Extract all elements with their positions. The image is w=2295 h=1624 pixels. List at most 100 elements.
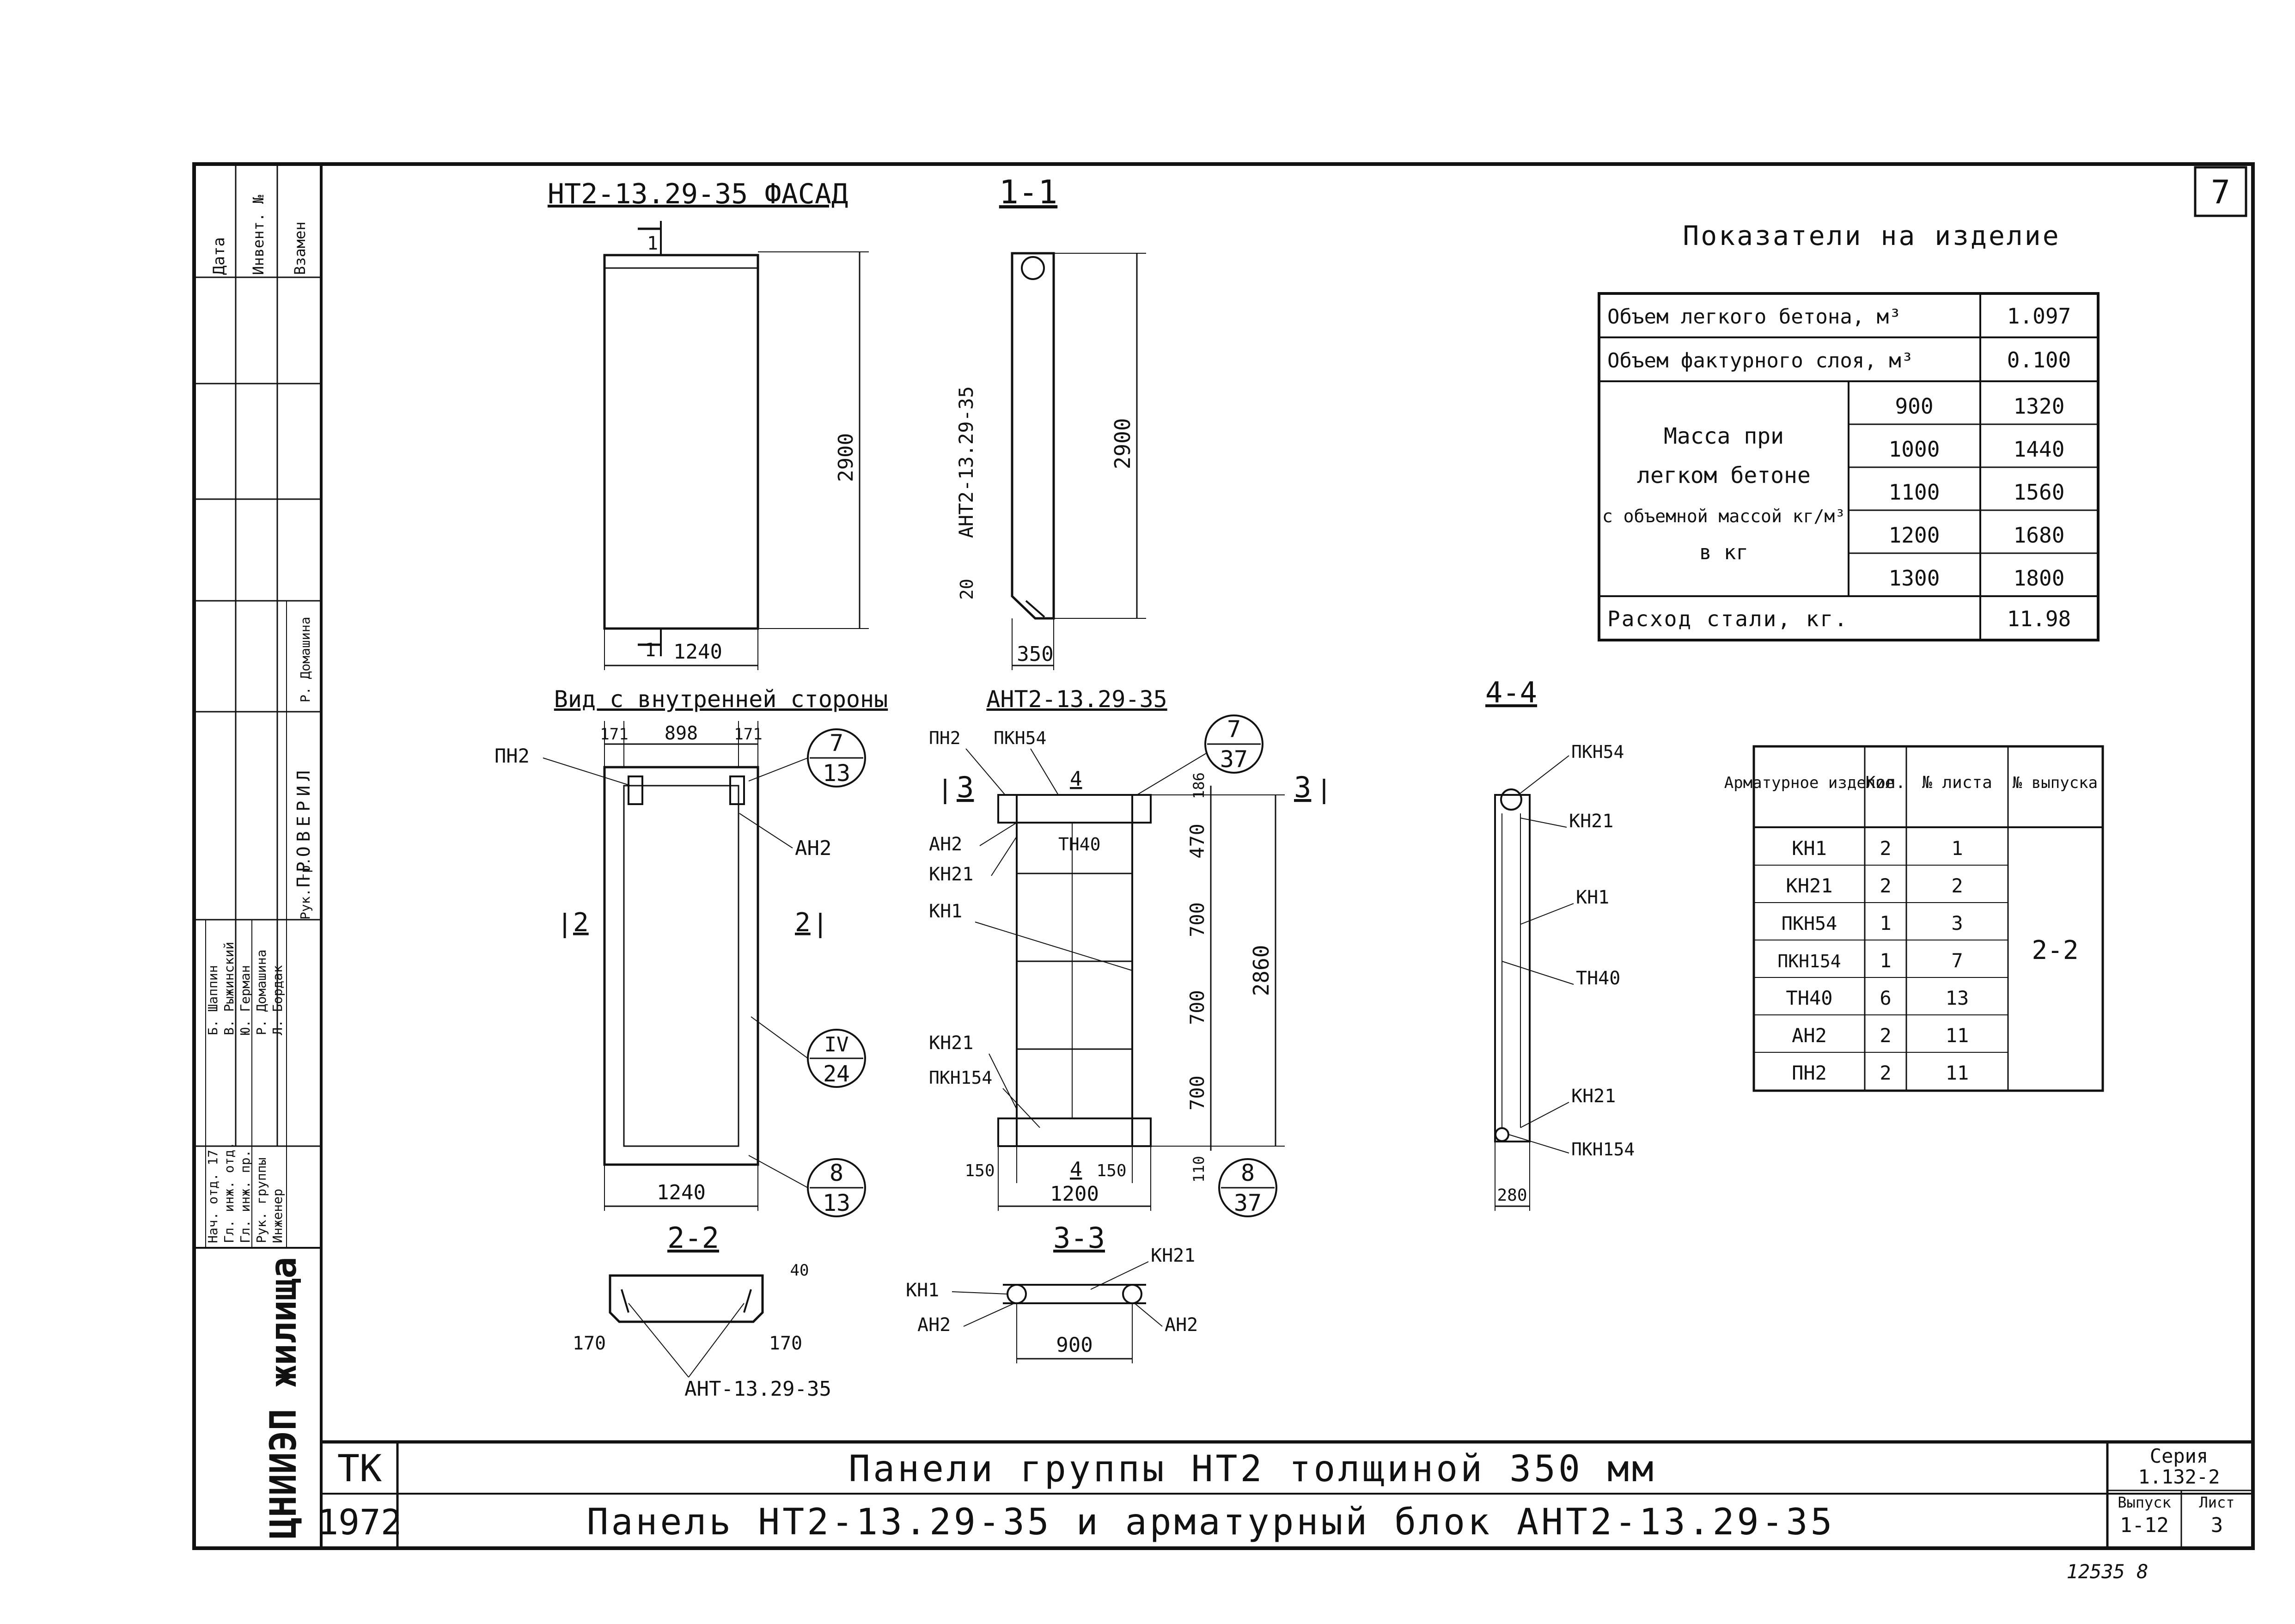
- section-1-height-dim: 2900: [1110, 418, 1135, 470]
- strip-checked-role: Рук. гр.: [298, 857, 313, 920]
- section-2-title: 2-2: [667, 1221, 719, 1255]
- section-3-width-dim: 900: [1056, 1333, 1093, 1357]
- rebar-row-2-qty: 1: [1880, 912, 1891, 934]
- block-dim-total: 2860: [1249, 945, 1274, 996]
- org-name: ЦНИИЭП жилища: [263, 1257, 305, 1539]
- strip-header-inventory: Инвент. №: [250, 195, 267, 275]
- facade-section-mark-top: 1: [647, 233, 658, 254]
- rebar-header-qty: Кол.: [1866, 773, 1906, 792]
- section-1-profile: [1011, 252, 1055, 620]
- facade-view: НТ2-13.29-35 ФАСАД 1 1 2900 1240: [548, 178, 869, 670]
- indicator-value-0: 1.097: [2007, 304, 2071, 329]
- strip-name-4: Л. Бордак: [270, 965, 285, 1035]
- callout-4-circle: [1204, 714, 1263, 774]
- rebar-row-1-sheet: 2: [1951, 874, 1963, 897]
- inner-mark-2-left: 2: [573, 908, 589, 938]
- rebar-row-4-qty: 6: [1880, 987, 1891, 1009]
- section-1-width-dim: 350: [1017, 642, 1053, 666]
- section-4-width-dim: 280: [1497, 1186, 1527, 1205]
- title-line-1: Панели группы НТ2 толщиной 350 мм: [848, 1448, 1656, 1490]
- strip-role-3: Рук. группы: [254, 1158, 269, 1243]
- block-label-kn21-top: КН21: [929, 864, 973, 885]
- mass-value-4: 1800: [2014, 566, 2065, 591]
- strip-header-replace: Взамен: [291, 221, 309, 275]
- block-label-kn1: КН1: [929, 901, 962, 922]
- callout-1-bottom: 13: [823, 760, 850, 787]
- block-width-dim: 1200: [1050, 1182, 1099, 1206]
- rebar-row-6-qty: 2: [1880, 1062, 1891, 1084]
- mass-label-2: легком бетоне: [1637, 463, 1811, 488]
- rebar-row-6-item: ПН2: [1792, 1062, 1827, 1084]
- inner-mark-2-right: 2: [795, 908, 811, 938]
- rebar-row-0-sheet: 1: [1951, 837, 1963, 860]
- rebar-row-4-item: ТН40: [1786, 987, 1832, 1009]
- rebar-row-2-sheet: 3: [1951, 912, 1963, 934]
- rebar-issue: 2-2: [2032, 935, 2078, 965]
- strip-name-1: В. Рыжинский: [221, 942, 237, 1035]
- rebar-row-3-qty: 1: [1880, 949, 1891, 972]
- block-label-an2: АН2: [929, 834, 962, 855]
- section-3-label-kn21: КН21: [1151, 1245, 1195, 1266]
- facade-title: НТ2-13.29-35 ФАСАД: [548, 178, 848, 210]
- section-2-dim-left: 170: [573, 1333, 606, 1354]
- indicator-label-1: Объем фактурного слоя, м³: [1607, 349, 1913, 372]
- indicators-title: Показатели на изделие: [1683, 220, 2060, 251]
- series-label: Серия: [2150, 1445, 2208, 1467]
- facade-section-mark-bottom: 1: [645, 640, 656, 661]
- block-label-tn40: ТН40: [1058, 834, 1101, 855]
- block-dim-seg1: 470: [1186, 824, 1209, 859]
- strip-role-0: Нач. отд. 17: [205, 1150, 220, 1243]
- issue-label: Выпуск: [2118, 1494, 2171, 1511]
- section-2-dim-small: 40: [790, 1261, 809, 1280]
- left-strip: Дата Инвент. № Взамен ПРОВЕРИЛ Рук. гр. …: [194, 164, 321, 1539]
- mass-value-1: 1440: [2014, 437, 2065, 462]
- callout-5-bottom: 37: [1234, 1190, 1262, 1216]
- indicator-value-1: 0.100: [2007, 348, 2071, 372]
- callout-4-top: 7: [1227, 716, 1241, 743]
- inner-dim-left: 171: [600, 725, 628, 744]
- inner-opening: [623, 785, 739, 1147]
- callout-2-bottom: 24: [823, 1061, 850, 1087]
- section-4-title: 4-4: [1485, 676, 1537, 709]
- rebar-row-5-item: АН2: [1792, 1024, 1827, 1047]
- section-3-label-an2-left: АН2: [917, 1314, 951, 1336]
- indicator-label-0: Объем легкого бетона, м³: [1607, 305, 1901, 329]
- inner-bottom-width-dim: 1240: [657, 1181, 706, 1204]
- inner-label-pn2: ПН2: [494, 745, 530, 767]
- rebar-row-0-qty: 2: [1880, 837, 1891, 860]
- block-mark-4-bottom: 4: [1070, 1158, 1082, 1181]
- block-label-pn2: ПН2: [929, 728, 961, 748]
- rebar-row-4-sheet: 13: [1946, 987, 1969, 1009]
- block-dim-seg3: 700: [1186, 990, 1209, 1025]
- block-mark-3-right: 3: [1294, 770, 1311, 804]
- inner-label-an2: АН2: [795, 836, 831, 860]
- series-value: 1.132-2: [2138, 1465, 2220, 1488]
- section-4-label-kn1: КН1: [1576, 887, 1609, 908]
- sheet-value: 3: [2211, 1514, 2223, 1537]
- section-1-view: 1-1 2900 АНТ2-13.29-35 20 350: [955, 173, 1146, 670]
- section-3-label-kn1: КН1: [906, 1280, 939, 1301]
- mass-density-3: 1200: [1889, 523, 1940, 548]
- mass-value-2: 1560: [2014, 480, 2065, 505]
- rebar-row-1-item: КН21: [1786, 874, 1832, 897]
- mass-density-4: 1300: [1889, 566, 1940, 591]
- section-4-view: 4-4 280 ПКН54 КН21 КН1 ТН40 КН21 ПКН154: [1485, 676, 1635, 1211]
- callout-4-bottom: 37: [1220, 746, 1248, 773]
- block-dim-seg4: 700: [1186, 1075, 1209, 1111]
- section-1-title: 1-1: [999, 173, 1057, 211]
- inner-view: Вид с внутренней стороны 171 898 171 ПН2…: [494, 686, 888, 1217]
- mass-density-1: 1000: [1889, 437, 1940, 462]
- section-3-view: 3-3 900 КН1 АН2 АН2 КН21: [906, 1221, 1198, 1363]
- block-dim-bottom: 110: [1190, 1156, 1208, 1183]
- rebar-row-0-item: КН1: [1792, 837, 1827, 860]
- block-dim-top: 186: [1190, 772, 1208, 799]
- block-label-pkn154: ПКН154: [929, 1068, 992, 1088]
- inner-dim-right: 171: [734, 725, 762, 744]
- rebar-row-6-sheet: 11: [1946, 1062, 1969, 1084]
- section-2-dim-right: 170: [769, 1333, 802, 1354]
- facade-height-dim: 2900: [834, 433, 858, 482]
- block-label-pkn54: ПКН54: [994, 728, 1046, 748]
- section-2-label: АНТ-13.29-35: [684, 1377, 831, 1401]
- sheet-frame: [192, 162, 2255, 1550]
- section-2-profile: [609, 1274, 764, 1323]
